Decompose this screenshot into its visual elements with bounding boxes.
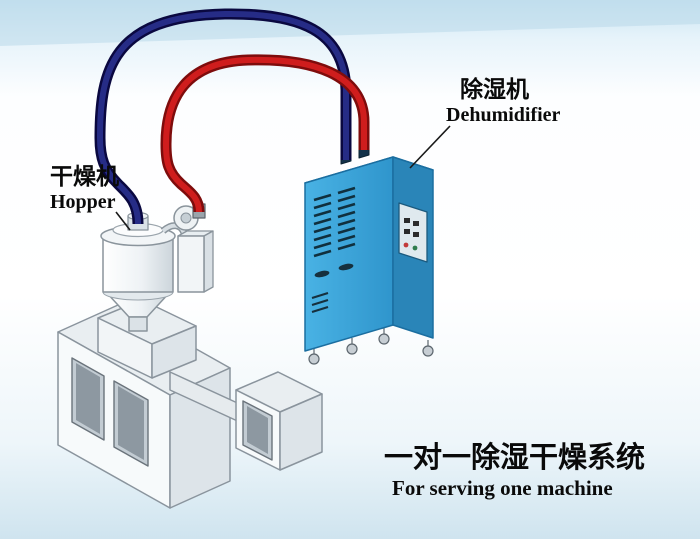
dehumidifier-label-cn: 除湿机 (460, 76, 529, 102)
vent-louvers-right (337, 186, 356, 251)
pedestal-side (151, 325, 197, 379)
dehumidifier-leader-line (409, 125, 451, 169)
extruder-machine (57, 299, 323, 509)
caption-en: For serving one machine (392, 476, 613, 500)
hopper-label-en: Hopper (50, 191, 116, 213)
blue-hose (96, 10, 349, 225)
loader-body (177, 235, 205, 293)
vent-slot-oval (338, 263, 354, 271)
hoses (94, 8, 370, 225)
background-band (0, 0, 700, 46)
machine-door-panels (71, 357, 273, 467)
dehumidifier-unit (304, 138, 434, 365)
loader-side (203, 230, 214, 293)
red-hose (162, 56, 367, 213)
annotations: 干燥机 Hopper 除湿机 Dehumidifier 一对一除湿干燥系统 Fo… (50, 76, 645, 500)
vent-slot-oval (314, 270, 330, 278)
hopper-leader-line (115, 211, 131, 231)
vent-louvers-left (313, 193, 332, 258)
hopper-dryer (100, 203, 214, 332)
vent-louvers-lower (311, 291, 329, 314)
caption-cn: 一对一除湿干燥系统 (384, 440, 645, 474)
casters (308, 328, 434, 365)
dehumidifier-label-en: Dehumidifier (446, 104, 561, 126)
blower-hub (180, 212, 192, 224)
hopper-neck (128, 316, 148, 332)
hopper-label-cn: 干燥机 (50, 163, 119, 189)
diebox-side (279, 393, 323, 471)
control-panel-buttons (403, 218, 419, 251)
